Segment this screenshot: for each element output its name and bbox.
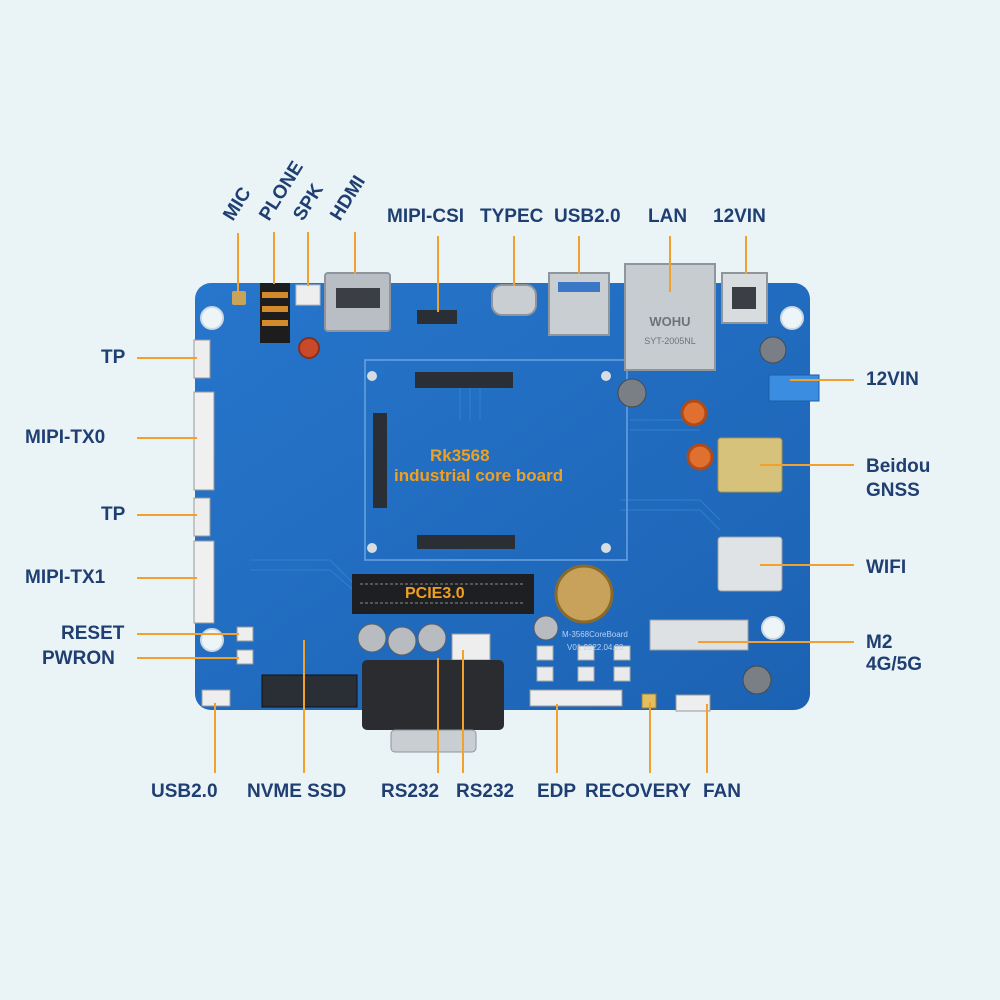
mipi-tx1-connector <box>193 540 215 624</box>
label-gnss: GNSS <box>866 480 920 501</box>
typec-port <box>491 284 537 316</box>
lan-jack-brand: WOHU <box>649 314 690 329</box>
label-nvme: NVME SSD <box>247 781 347 802</box>
label-m2: M2 <box>866 632 893 653</box>
label-typec: TYPEC <box>480 206 544 227</box>
tp-connector-1 <box>193 339 211 379</box>
leader-lan <box>669 236 671 292</box>
label-reset: RESET <box>61 623 125 644</box>
pcb-traces <box>250 380 721 601</box>
label-mipi-csi: MIPI-CSI <box>387 206 465 227</box>
label-rs232-1: RS232 <box>381 781 440 802</box>
leader-rs232-1 <box>437 658 439 773</box>
mic-port <box>232 291 246 305</box>
leader-usb20-bottom <box>214 703 216 773</box>
leader-reset <box>137 633 239 635</box>
button-pads <box>536 645 631 682</box>
capacitor-top <box>759 336 787 364</box>
pwron-button <box>236 649 254 665</box>
core-board-title: Rk3568 <box>430 446 490 465</box>
rs232-header <box>451 633 491 661</box>
label-mipi-tx0: MIPI-TX0 <box>25 427 106 448</box>
label-beidou: Beidou <box>866 456 931 477</box>
leader-spk <box>307 232 309 286</box>
b2b-connector-bottom <box>417 535 515 549</box>
orange-standoff-2 <box>686 443 714 471</box>
leader-plone <box>273 232 275 284</box>
core-board-outline <box>364 359 628 561</box>
label-edp: EDP <box>537 781 577 802</box>
mipi-tx0-connector <box>193 391 215 491</box>
leader-mipi-csi <box>437 236 439 312</box>
leader-12vin-right <box>790 379 854 381</box>
core-board-subtitle: industrial core board <box>394 466 564 485</box>
b2b-connector-left <box>373 413 387 508</box>
m2-slot <box>649 619 749 651</box>
pcie-overlay-label: PCIE3.0 <box>405 585 465 602</box>
fan-connector <box>675 694 711 712</box>
label-lan: LAN <box>648 206 688 227</box>
core-standoffs <box>367 371 611 553</box>
nvme-slot <box>261 674 358 708</box>
leader-mic <box>237 233 239 293</box>
leader-tp2 <box>137 514 197 516</box>
leader-typec <box>513 236 515 286</box>
label-12vin-right: 12VIN <box>866 369 919 390</box>
capacitor-mid <box>617 378 647 408</box>
label-wifi: WIFI <box>866 557 907 578</box>
red-led <box>298 337 320 359</box>
board-id-silkscreen: M-3568CoreBoard <box>562 630 628 639</box>
tp-connector-2 <box>193 497 211 537</box>
lan-jack-model: SYT-2005NL <box>644 336 696 346</box>
mipi-csi-connector <box>417 310 457 324</box>
leader-tp1 <box>137 357 197 359</box>
pcb-board <box>195 283 810 710</box>
leader-mipi-tx0 <box>137 437 197 439</box>
label-tp1: TP <box>101 347 126 368</box>
pcie-slot <box>352 574 534 614</box>
label-mipi-tx1: MIPI-TX1 <box>25 567 106 588</box>
reset-button <box>236 626 254 642</box>
b2b-connector-top <box>415 372 513 388</box>
leader-pwron <box>137 657 239 659</box>
label-fan: FAN <box>703 781 741 802</box>
leader-edp <box>556 704 558 773</box>
leader-gnss <box>760 464 854 466</box>
leader-fan <box>706 704 708 773</box>
label-rs232-2: RS232 <box>456 781 515 802</box>
leader-wifi <box>760 564 854 566</box>
edp-connector <box>529 689 623 707</box>
leader-12vin-top <box>745 236 747 274</box>
label-tp2: TP <box>101 504 126 525</box>
leader-hdmi <box>354 232 356 274</box>
leader-recovery <box>649 702 651 773</box>
label-pwron: PWRON <box>42 648 115 669</box>
leader-m2 <box>698 641 854 643</box>
leader-nvme <box>303 640 305 773</box>
leader-rs232-2 <box>462 650 464 773</box>
spk-connector <box>295 284 321 306</box>
leader-mipi-tx1 <box>137 577 197 579</box>
capacitor-bottom <box>742 665 772 695</box>
date-silkscreen: V01 2022.04.20 <box>567 643 624 652</box>
db9-port <box>362 660 504 730</box>
orange-standoff-1 <box>680 399 708 427</box>
usb-connector-bottom <box>201 689 231 707</box>
label-m2-sub: 4G/5G <box>866 654 922 675</box>
leader-usb20-top <box>578 236 580 274</box>
capacitor-row <box>357 615 559 656</box>
label-usb20-bottom: USB2.0 <box>151 781 218 802</box>
label-usb20-top: USB2.0 <box>554 206 621 227</box>
rtc-battery <box>554 564 614 624</box>
label-recovery: RECOVERY <box>585 781 691 802</box>
label-12vin-top: 12VIN <box>713 206 766 227</box>
